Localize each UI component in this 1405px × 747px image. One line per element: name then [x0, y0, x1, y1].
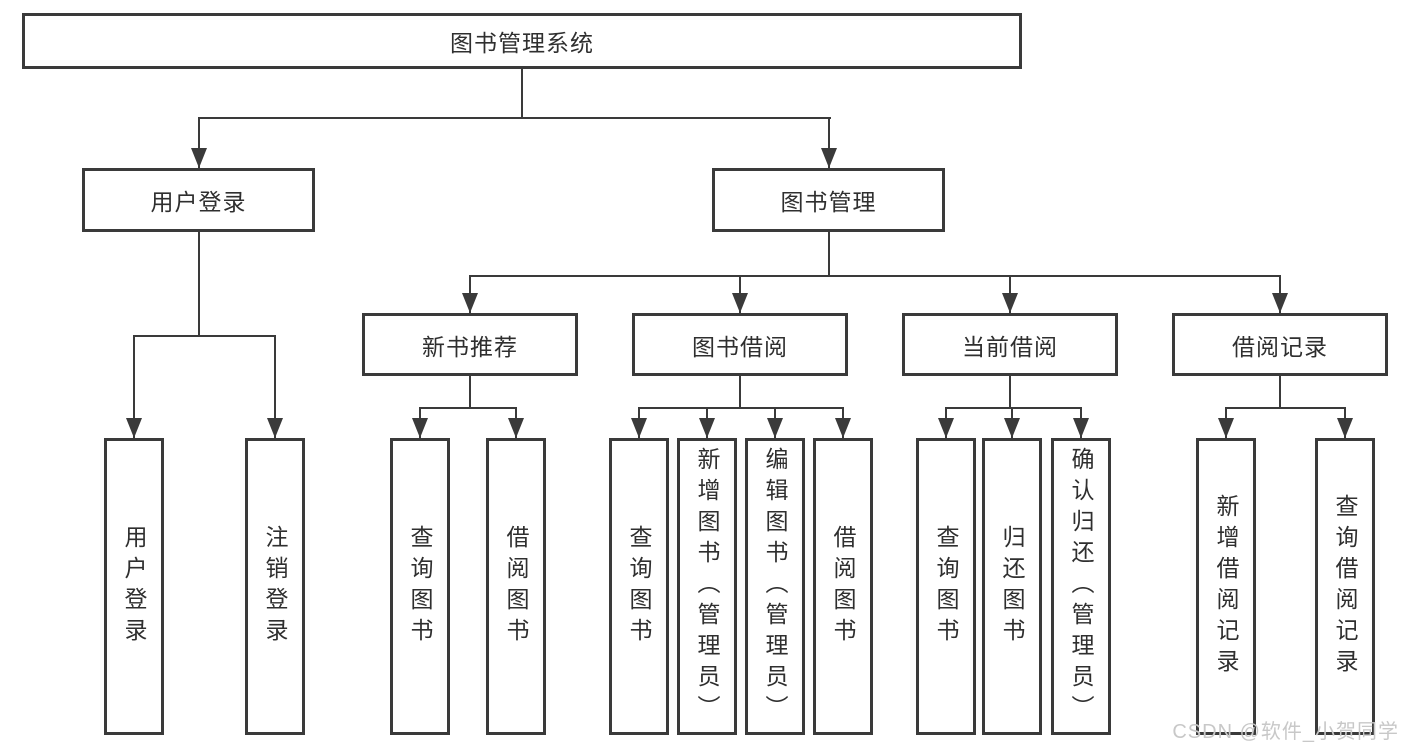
connector-rail [419, 407, 517, 409]
arrowhead-down-icon [1004, 418, 1020, 438]
leaf-add-borrow-record: 新增借阅记录 [1196, 438, 1256, 735]
node-borrowing-records: 借阅记录 [1172, 313, 1388, 376]
leaf-query-books-current: 查询图书 [916, 438, 976, 735]
arrowhead-down-icon [1218, 418, 1234, 438]
leaf-label: 借阅图书 [503, 524, 529, 649]
connector-stub [198, 117, 200, 168]
connector-rail [638, 407, 844, 409]
leaf-query-books-borrow: 查询图书 [609, 438, 669, 735]
connector-book-mgmt-rail [469, 275, 1281, 277]
leaf-label: 借阅图书 [830, 524, 856, 649]
node-label: 借阅记录 [1232, 333, 1328, 360]
leaf-edit-books-admin: 编辑图书（管理员） [745, 438, 805, 735]
arrowhead-down-icon [699, 418, 715, 438]
node-new-book-recommendation: 新书推荐 [362, 313, 578, 376]
connector-rail [1225, 407, 1346, 409]
node-current-borrowing: 当前借阅 [902, 313, 1118, 376]
connector-trunk [739, 376, 741, 409]
arrowhead-down-icon [267, 418, 283, 438]
node-book-borrowing: 图书借阅 [632, 313, 848, 376]
connector-root-trunk [521, 69, 523, 119]
arrowhead-down-icon [732, 293, 748, 313]
connector-trunk [1279, 376, 1281, 409]
arrowhead-down-icon [412, 418, 428, 438]
connector-user-login-rail [133, 335, 276, 337]
node-label: 图书管理系统 [450, 30, 594, 56]
node-label: 图书管理 [780, 189, 877, 215]
arrowhead-down-icon [1073, 418, 1089, 438]
connector-stub [133, 335, 135, 438]
leaf-label: 注销登录 [262, 524, 288, 649]
leaf-confirm-return-admin: 确认归还（管理员） [1051, 438, 1111, 735]
arrowhead-down-icon [1337, 418, 1353, 438]
node-label: 用户登录 [150, 189, 247, 215]
leaf-logout: 注销登录 [245, 438, 305, 735]
node-label: 新书推荐 [422, 333, 518, 360]
connector-rail [945, 407, 1082, 409]
arrowhead-down-icon [835, 418, 851, 438]
leaf-label: 查询图书 [933, 524, 959, 649]
leaf-label: 新增借阅记录 [1213, 493, 1239, 680]
csdn-watermark: CSDN @软件_小贺同学 [1172, 721, 1399, 743]
node-label: 当前借阅 [962, 333, 1058, 360]
arrowhead-down-icon [631, 418, 647, 438]
arrowhead-down-icon [1002, 293, 1018, 313]
leaf-label: 归还图书 [999, 524, 1025, 649]
leaf-label: 新增图书（管理员） [694, 447, 720, 726]
leaf-label: 编辑图书（管理员） [762, 447, 788, 726]
leaf-label: 查询借阅记录 [1332, 493, 1358, 680]
leaf-query-books-recommend: 查询图书 [390, 438, 450, 735]
connector-trunk [469, 376, 471, 409]
leaf-label: 确认归还（管理员） [1068, 447, 1094, 726]
arrowhead-down-icon [767, 418, 783, 438]
leaf-borrow-books-recommend: 借阅图书 [486, 438, 546, 735]
arrowhead-down-icon [462, 293, 478, 313]
connector-stub [828, 117, 830, 168]
arrowhead-down-icon [938, 418, 954, 438]
arrowhead-down-icon [821, 148, 837, 168]
leaf-borrow-books: 借阅图书 [813, 438, 873, 735]
arrowhead-down-icon [1272, 293, 1288, 313]
arrowhead-down-icon [191, 148, 207, 168]
connector-root-rail [198, 117, 831, 119]
connector-trunk [1009, 376, 1011, 409]
node-book-management: 图书管理 [712, 168, 945, 232]
leaf-user-login: 用户登录 [104, 438, 164, 735]
node-label: 图书借阅 [692, 333, 788, 360]
leaf-query-borrow-record: 查询借阅记录 [1315, 438, 1375, 735]
leaf-return-books: 归还图书 [982, 438, 1042, 735]
node-library-management-system: 图书管理系统 [22, 13, 1022, 69]
connector-user-login-trunk [198, 232, 200, 337]
arrowhead-down-icon [126, 418, 142, 438]
connector-stub [274, 335, 276, 438]
node-user-login: 用户登录 [82, 168, 315, 232]
leaf-label: 用户登录 [121, 524, 147, 649]
connector-book-mgmt-trunk [828, 232, 830, 277]
arrowhead-down-icon [508, 418, 524, 438]
leaf-add-books-admin: 新增图书（管理员） [677, 438, 737, 735]
leaf-label: 查询图书 [626, 524, 652, 649]
leaf-label: 查询图书 [407, 524, 433, 649]
